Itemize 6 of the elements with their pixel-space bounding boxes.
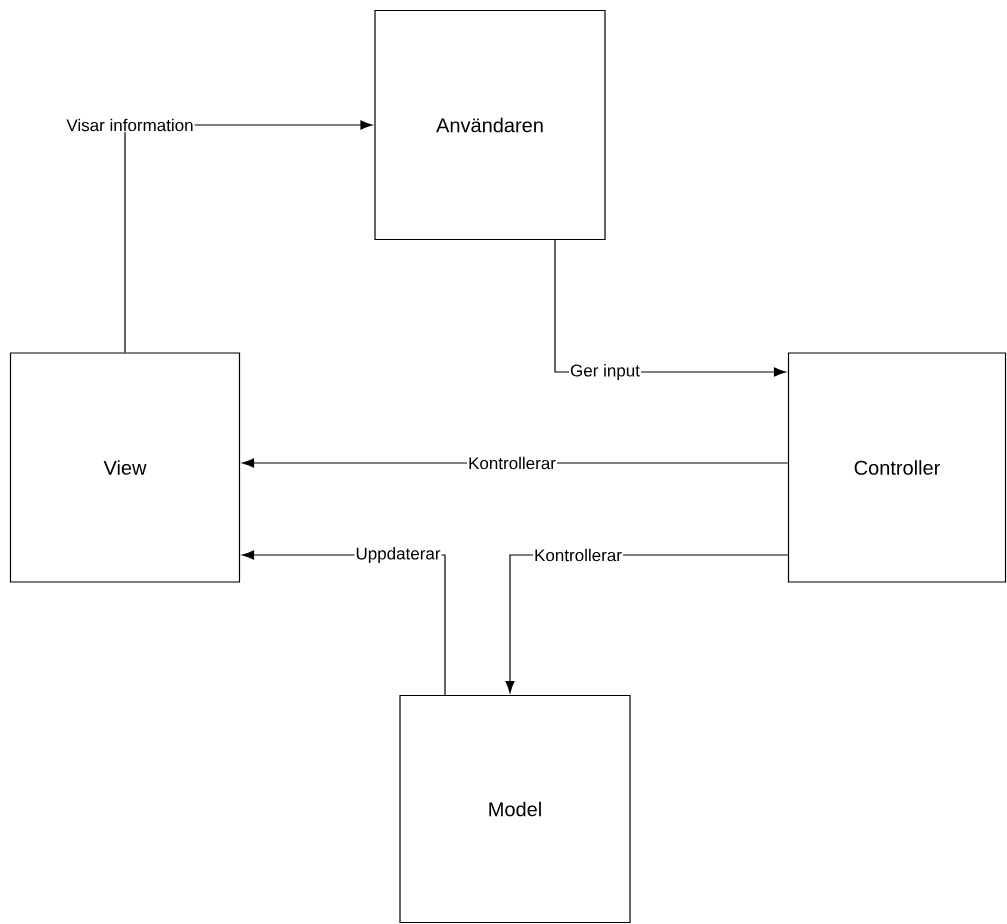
process-box: Model — [399, 694, 631, 924]
process-box: Användaren — [374, 9, 606, 241]
process-box: View — [9, 352, 241, 583]
edge-label: Uppdaterar — [354, 546, 442, 564]
edge-label: Ger input — [569, 363, 641, 381]
process-box: Controller — [787, 352, 1007, 583]
